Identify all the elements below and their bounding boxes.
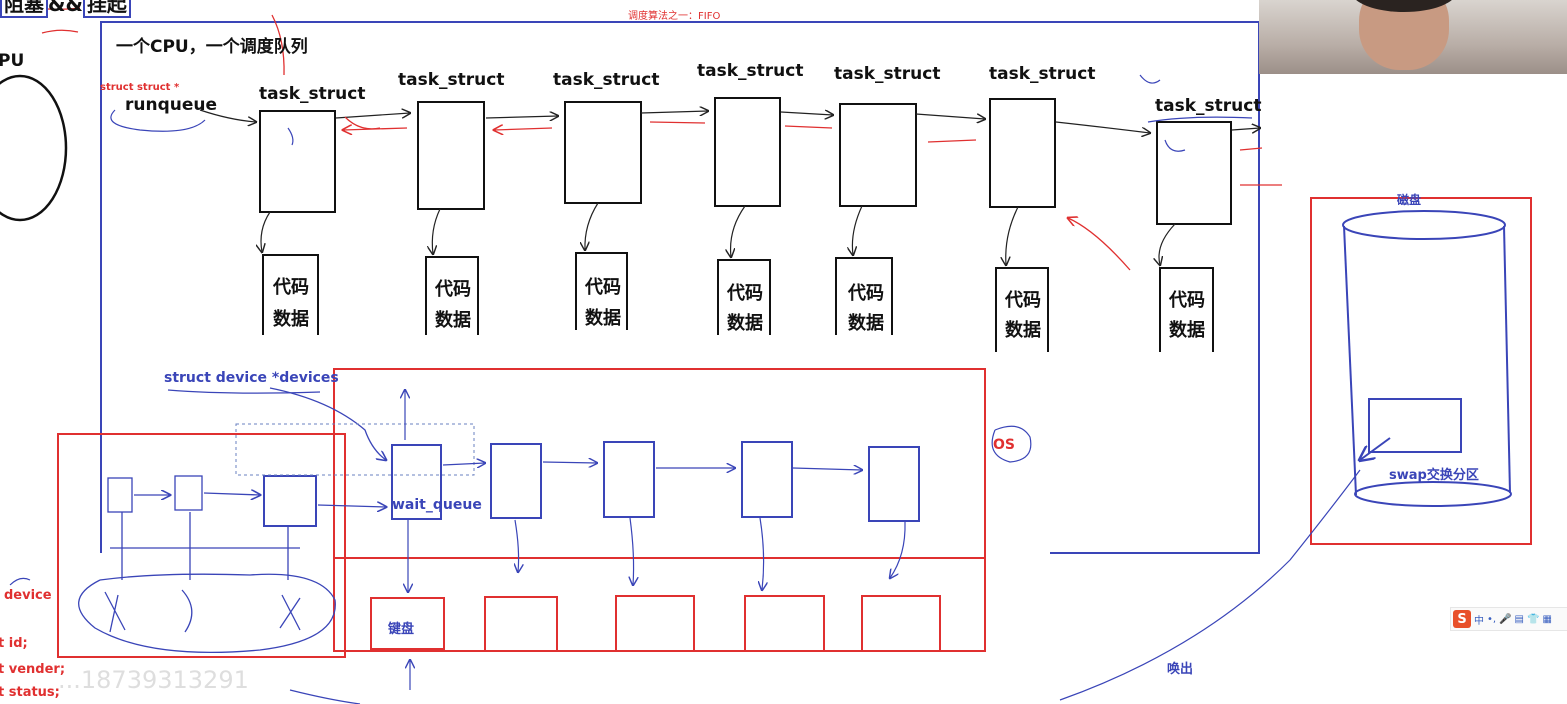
task-box-6[interactable]: [989, 98, 1056, 208]
swap-label: swap交换分区: [1389, 468, 1479, 483]
device-region-left: [57, 433, 346, 658]
webcam-overlay: [1259, 0, 1567, 74]
data-label-4: 数据: [727, 313, 763, 334]
left-code-field-3: t status;: [0, 685, 60, 700]
disk-cylinder: [1342, 210, 1512, 507]
selection-frame: [235, 423, 475, 476]
wait-queue-nodes: [391, 441, 920, 522]
task-links: [199, 110, 1260, 265]
runqueue-label: runqueue: [125, 95, 218, 115]
disk-region: [1310, 197, 1532, 545]
left-code-device: device: [4, 588, 52, 603]
ime-mic-icon[interactable]: 🎤: [1499, 613, 1512, 625]
task-box-2[interactable]: [417, 101, 485, 210]
task-label-2: task_struct: [398, 70, 505, 90]
ime-menu-icon[interactable]: ▦: [1542, 613, 1552, 625]
runqueue-type: struct struct *: [100, 82, 180, 93]
task-label-5: task_struct: [834, 64, 941, 84]
data-label-5: 数据: [848, 313, 884, 334]
data-label-2: 数据: [435, 310, 471, 331]
left-code-field-1: t id;: [0, 636, 28, 651]
cpu-label: PU: [0, 51, 25, 71]
sogou-logo-icon[interactable]: S: [1453, 610, 1471, 628]
wait-queue-links: [405, 390, 906, 690]
device-nodes: [107, 387, 386, 580]
devices-label: struct device *devices: [164, 370, 339, 386]
keyboard-label: 键盘: [388, 622, 415, 637]
disk-label: 磁盘: [1397, 193, 1422, 207]
os-circle: [991, 425, 1032, 463]
task-label-7: task_struct: [1155, 96, 1262, 116]
data-label-6: 数据: [1005, 320, 1041, 341]
os-label: OS: [993, 437, 1015, 453]
watermark: ...18739313291: [58, 666, 249, 694]
code-label-7: 代码: [1169, 290, 1205, 311]
page-title: 一个CPU，一个调度队列: [116, 37, 308, 57]
device-tick: [9, 577, 31, 586]
task-box-3[interactable]: [564, 101, 642, 204]
cpu-circle: [0, 74, 68, 222]
task-boxes: [259, 97, 1232, 225]
code-label-1: 代码: [273, 277, 309, 298]
task-box-5[interactable]: [839, 103, 917, 207]
os-device-region: [333, 368, 986, 559]
ime-toolbar[interactable]: S 中 •, 🎤 ▤ 👕 ▦: [1450, 607, 1567, 631]
wait-queue-label: wait_queue: [392, 497, 482, 513]
ime-keyboard-icon[interactable]: ▤: [1514, 613, 1524, 625]
data-label-7: 数据: [1169, 320, 1205, 341]
cropped-title: 阻塞&&挂起: [0, 0, 131, 18]
wake-label: 唤出: [1167, 662, 1194, 677]
swap-curve: [1059, 469, 1361, 701]
code-label-4: 代码: [727, 283, 763, 304]
hardware-region: [333, 557, 986, 652]
task-label-4: task_struct: [697, 61, 804, 81]
hardware-boxes: [370, 595, 941, 652]
ime-skin-icon[interactable]: 👕: [1526, 613, 1540, 625]
code-boxes: [262, 252, 1214, 352]
swap-curve-2: [289, 689, 361, 704]
task-label-3: task_struct: [553, 70, 660, 90]
task-label-6: task_struct: [989, 64, 1096, 84]
presenter-hair: [1351, 0, 1457, 12]
left-code-field-2: t vender;: [0, 662, 66, 677]
task-box-4[interactable]: [714, 97, 781, 207]
hardware-ellipse: [78, 573, 336, 654]
code-label-3: 代码: [585, 277, 621, 298]
task-box-7[interactable]: [1156, 121, 1232, 225]
code-label-6: 代码: [1005, 290, 1041, 311]
task-box-1[interactable]: [259, 110, 336, 213]
code-label-2: 代码: [435, 279, 471, 300]
task-label-1: task_struct: [259, 84, 366, 104]
ime-lang-icon[interactable]: 中: [1474, 615, 1484, 627]
ime-punct-icon[interactable]: •,: [1487, 613, 1497, 625]
data-label-1: 数据: [273, 309, 309, 330]
annotation-top: 调度算法之一：FIFO: [628, 11, 721, 22]
runqueue-scribble: [110, 74, 1253, 152]
back-links: [41, 7, 1282, 271]
data-label-3: 数据: [585, 308, 621, 329]
code-label-5: 代码: [848, 283, 884, 304]
